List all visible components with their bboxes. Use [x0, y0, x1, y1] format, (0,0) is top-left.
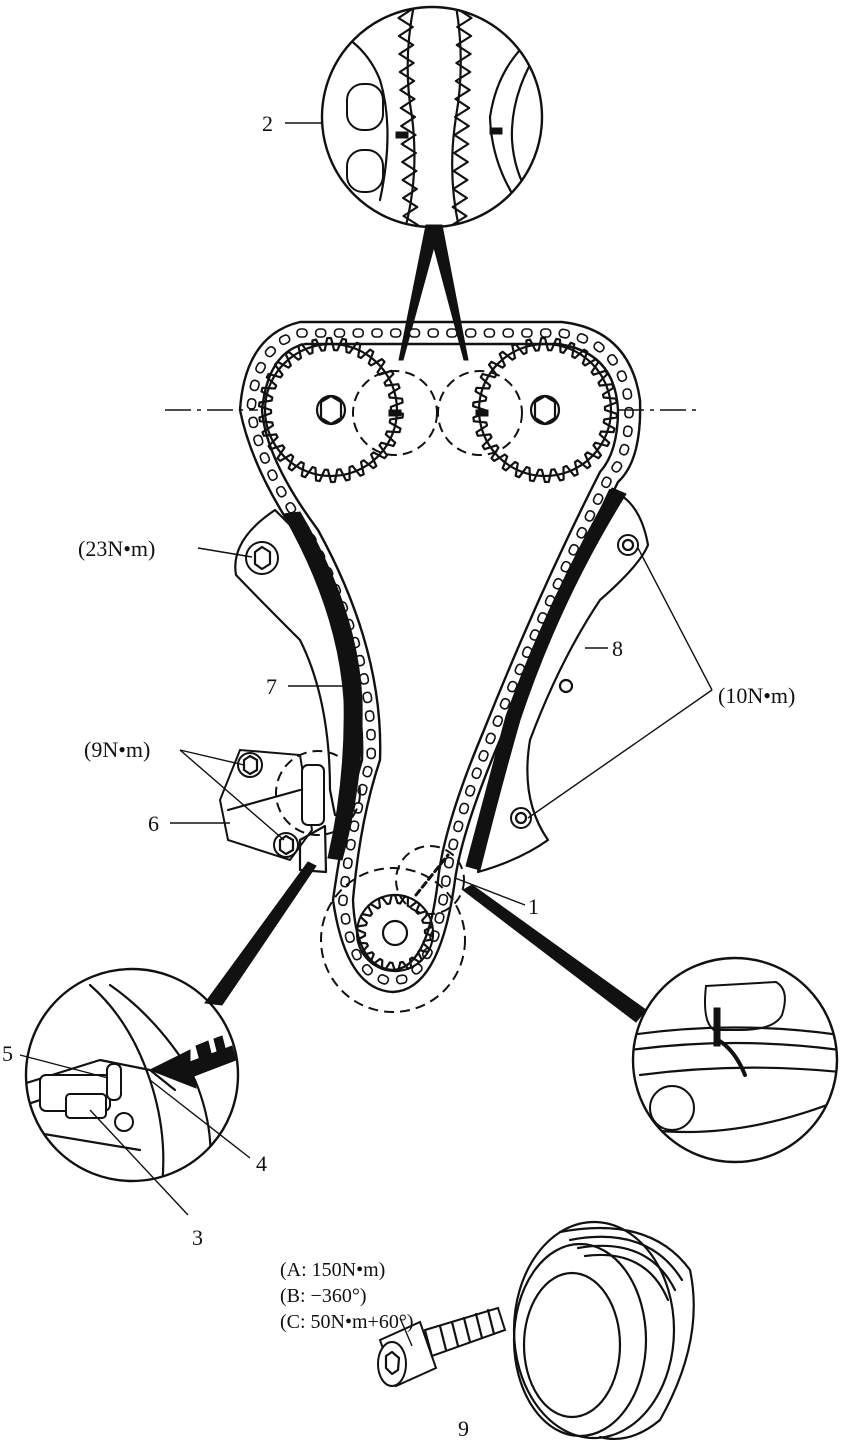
torque-left-guide: (23N•m): [78, 536, 155, 561]
chain-roller: [389, 328, 402, 338]
label-9: 9: [458, 1416, 469, 1441]
chain-roller: [592, 493, 604, 505]
torque-right-guide: (10N•m): [718, 683, 795, 708]
tensioner-lock-detail-circle: [24, 967, 240, 1183]
chain-roller: [314, 328, 327, 338]
chain-roller: [464, 784, 476, 797]
chain-roller: [345, 838, 356, 851]
chain-roller: [521, 328, 533, 338]
chain-roller: [259, 452, 271, 464]
chain-roller: [246, 398, 257, 410]
chain-roller: [485, 732, 496, 745]
chain-roller: [600, 476, 612, 489]
label-5: 5: [2, 1041, 13, 1066]
chain-roller: [255, 361, 267, 374]
chain-roller: [593, 341, 605, 353]
chain-roller: [333, 328, 346, 338]
timing-mark-circles: [352, 370, 523, 456]
chain-roller: [395, 974, 408, 985]
chain-roller: [351, 948, 362, 961]
detail-pointer-left: [204, 861, 317, 1006]
chain-roller: [371, 328, 383, 338]
chain-roller: [443, 856, 455, 869]
chain-roller: [458, 802, 470, 815]
chain-roller: [453, 820, 464, 833]
chain-roller: [408, 328, 421, 338]
chain-roller: [285, 501, 297, 514]
chain-guide: [465, 487, 650, 874]
chain-roller: [253, 434, 264, 447]
chain-roller: [364, 710, 375, 722]
label-1: 1: [528, 894, 539, 919]
chain-roller: [446, 328, 458, 338]
chain-tensioner-arm: [234, 508, 363, 861]
exhaust-camshaft-sprocket: [472, 336, 618, 484]
label-3: 3: [192, 1225, 203, 1250]
chain-roller: [267, 469, 278, 481]
chain-roller: [249, 379, 260, 392]
chain-roller: [440, 875, 451, 887]
chain-roller: [576, 526, 588, 539]
crankshaft-pulley-bolt: [377, 1306, 507, 1388]
chain-roller: [361, 964, 374, 976]
label-4: 4: [256, 1151, 267, 1176]
label-2: 2: [262, 111, 273, 136]
leader-lines: [19, 122, 713, 1347]
crank-bolt-step-a: (A: 150N•m): [280, 1259, 385, 1281]
chain-roller: [248, 416, 259, 429]
chain-roller: [344, 931, 355, 943]
chain-roller: [340, 913, 351, 925]
chain-roller: [558, 328, 571, 339]
detail-pointer-top: [398, 224, 469, 361]
chain-roller: [616, 370, 628, 382]
chain-tensioner: [218, 748, 361, 874]
torque-tensioner: (9N•m): [84, 737, 150, 762]
crankshaft-sprocket: [320, 845, 466, 1013]
camshaft-mark-detail-circle: [320, 5, 544, 229]
chain-roller: [539, 328, 552, 338]
chain-roller: [606, 354, 619, 366]
chain-roller: [275, 485, 287, 498]
chain-roller: [576, 333, 589, 344]
chain-roller: [611, 461, 623, 473]
crankshaft-pulley: [512, 1220, 695, 1441]
detail-pointer-right: [462, 884, 647, 1023]
chain-roller: [340, 875, 351, 888]
chain-roller: [499, 697, 511, 710]
chain-roller: [342, 857, 353, 870]
chain-roller: [622, 425, 633, 438]
label-7: 7: [266, 674, 277, 699]
chain-roller: [448, 838, 459, 851]
chain-roller: [338, 894, 348, 907]
chain-roller: [352, 328, 365, 338]
chain-roller: [278, 334, 291, 346]
label-8: 8: [612, 636, 623, 661]
chain-roller: [624, 406, 634, 419]
chain-roller: [618, 443, 630, 456]
chain-roller: [296, 328, 308, 338]
chain-roller: [584, 510, 596, 522]
chain-roller: [377, 974, 390, 985]
crank-bolt-step-b: (B: −360°): [280, 1285, 367, 1307]
chain-roller: [478, 749, 489, 762]
chain-roller: [471, 767, 482, 780]
chain-roller: [362, 765, 373, 778]
crank-bolt-step-c: (C: 50N•m+60°): [280, 1311, 414, 1333]
chain-roller: [502, 328, 515, 338]
chain-roller: [366, 747, 377, 760]
chain-roller: [622, 388, 633, 400]
chain-roller: [438, 893, 449, 906]
chain-roller: [366, 728, 376, 741]
crankshaft-mark-detail-circle: [631, 956, 839, 1164]
label-6: 6: [148, 811, 159, 836]
chain-roller: [427, 328, 440, 338]
chain-roller: [434, 912, 445, 924]
chain-roller: [483, 328, 496, 338]
chain-roller: [464, 328, 477, 338]
chain-roller: [264, 345, 277, 358]
chain-roller: [362, 691, 373, 704]
chain-roller: [492, 715, 504, 727]
